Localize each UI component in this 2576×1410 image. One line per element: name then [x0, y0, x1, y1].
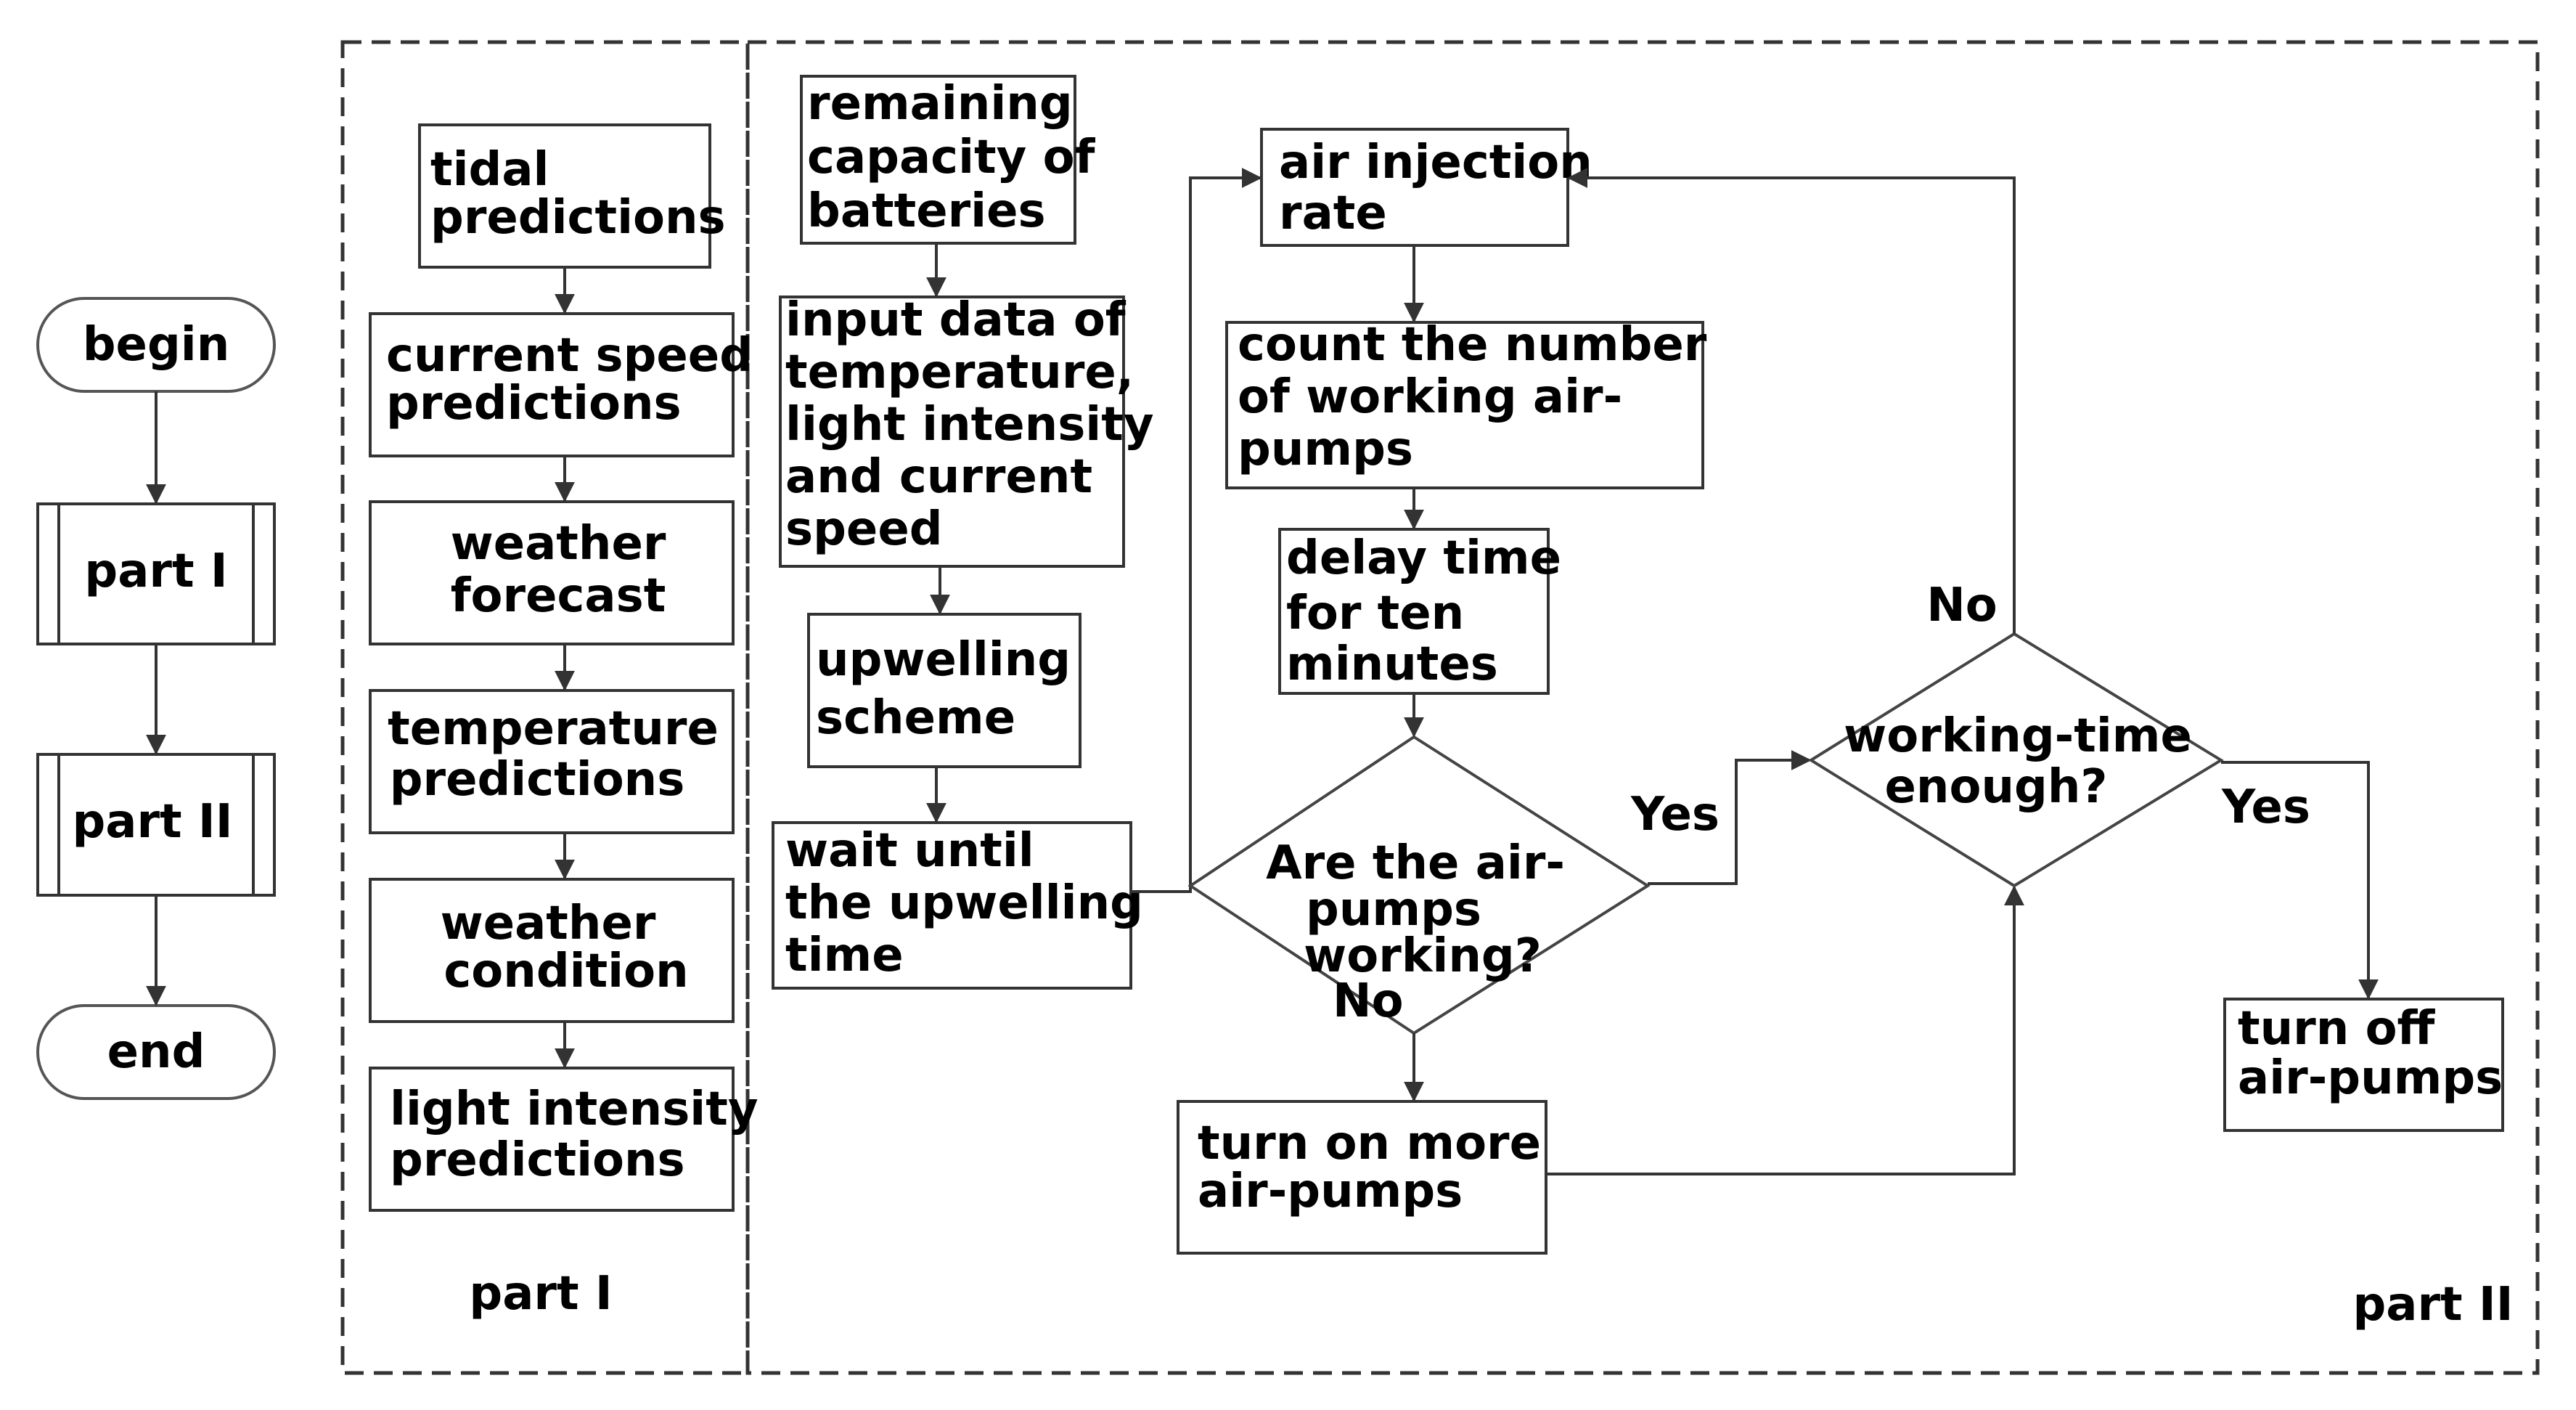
step-tidal-predictions-line: predictions [430, 191, 726, 245]
arrow-wait-to-air-injection [1131, 168, 1262, 893]
delay-time-line: delay time [1286, 531, 1561, 585]
part-two-region-label: part II [2352, 1278, 2513, 1332]
wait-until-line: the upwelling [785, 876, 1143, 930]
step-current-speed-line: current speed [386, 329, 753, 383]
step-light-intensity-line: light intensity [390, 1083, 759, 1136]
remaining-capacity-line: remaining [807, 77, 1073, 131]
input-data-line: and current [785, 450, 1092, 504]
remaining-capacity-line: batteries [807, 184, 1046, 238]
count-pumps-line: count the number [1238, 318, 1707, 372]
step-current-speed-line: predictions [386, 377, 682, 431]
wait-until-line: wait until [785, 824, 1034, 878]
turn-on-more-line: turn on more [1198, 1117, 1541, 1170]
step-tidal-predictions-line: tidal [430, 143, 549, 197]
step-temperature-predictions-line: temperature [388, 702, 719, 756]
turn-off-line: turn off [2238, 1002, 2436, 1056]
begin-terminal: begin [36, 297, 276, 393]
begin-label: begin [83, 318, 230, 372]
pumps-working-line: working? [1304, 929, 1542, 983]
part-two-process: part II [36, 753, 276, 897]
step-weather-forecast-line: weather [451, 517, 666, 571]
upwelling-scheme-line: scheme [816, 691, 1015, 745]
input-data-line: light intensity [785, 398, 1154, 452]
label-time-yes: Yes [2221, 781, 2310, 834]
air-injection-line: air injection [1279, 136, 1592, 190]
pumps-working-line: Are the air- [1266, 836, 1565, 890]
upwelling-scheme-line: upwelling [816, 633, 1071, 687]
input-data-line: speed [785, 502, 943, 556]
step-weather-condition-line: weather [441, 897, 656, 950]
turn-off-line: air-pumps [2238, 1051, 2503, 1105]
label-pumps-yes: Yes [1630, 788, 1720, 841]
part-one-process: part I [36, 502, 276, 645]
remaining-capacity-line: capacity of [807, 131, 1096, 184]
label-pumps-no: No [1333, 974, 1404, 1028]
arrow-time-yes-to-turn-off [2221, 761, 2379, 1000]
pumps-working-line: pumps [1306, 883, 1481, 937]
arrow-pumps-yes-to-working-time [1648, 750, 1812, 885]
part-one-region [340, 40, 750, 1375]
wait-until-line: time [785, 929, 904, 982]
end-label: end [107, 1025, 205, 1079]
working-time-line: enough? [1885, 760, 2108, 814]
part-two-label: part II [72, 795, 232, 849]
part-one-region-label: part I [469, 1267, 612, 1321]
end-terminal: end [36, 1004, 276, 1100]
working-time-line: working-time [1844, 709, 2192, 763]
count-pumps-line: pumps [1238, 423, 1413, 476]
delay-time-line: minutes [1286, 637, 1498, 691]
count-pumps-line: of working air- [1238, 370, 1622, 424]
step-weather-forecast-line: forecast [451, 569, 666, 623]
air-injection-line: rate [1279, 187, 1387, 240]
turn-on-more-line: air-pumps [1198, 1165, 1463, 1218]
input-data-line: temperature, [785, 346, 1134, 399]
label-time-no: No [1926, 579, 1998, 632]
arrow-time-no-to-air-injection [1567, 168, 2016, 634]
part-two-region [745, 40, 2540, 1375]
step-temperature-predictions-line: predictions [390, 753, 685, 807]
step-light-intensity-line: predictions [390, 1133, 685, 1187]
step-weather-condition-line: condition [443, 945, 688, 998]
delay-time-line: for ten [1286, 587, 1464, 640]
input-data-line: input data of [785, 293, 1127, 347]
arrow-turn-on-to-working-time [1546, 885, 2024, 1175]
part-one-label: part I [84, 545, 227, 598]
